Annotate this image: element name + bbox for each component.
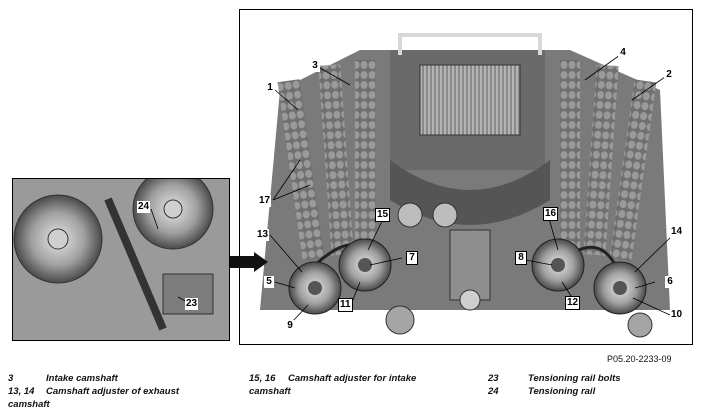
callout-17: 17 [258,195,272,207]
inset-callout-24: 24 [137,201,151,213]
inset-illustration [13,179,229,340]
camshaft-left-inner [318,64,354,256]
engine-figure: 1 3 4 2 17 13 14 15 16 7 8 5 6 11 12 9 1… [239,9,693,345]
callout-14: 14 [670,226,684,238]
inset-figure: 24 23 [12,178,230,341]
part-code: P05.20-2233-09 [607,354,672,364]
inset-tensioning-rail [104,197,167,331]
legend-number: 3 [8,373,14,384]
legend-item-continuation: camshaft [8,399,50,411]
inset-arrow-icon [228,252,268,272]
callout-1: 1 [265,82,275,94]
legend-description: Intake camshaft [46,373,118,384]
legend-description-continued: camshaft [8,399,50,410]
callout-7: 7 [406,251,418,265]
legend-item: 13, 14 Camshaft adjuster of exhaust [8,386,179,398]
manifold-runner [390,160,550,225]
legend-item-continuation: camshaft [249,386,291,398]
callout-12: 12 [565,296,581,310]
legend-item: 15, 16 Camshaft adjuster for intake [249,373,416,385]
callout-15: 15 [375,208,391,222]
callout-5: 5 [264,276,274,288]
camshaft-left-outer [277,79,325,261]
callout-16: 16 [543,207,559,221]
legend-description: Tensioning rail bolts [528,373,621,384]
callout-11: 11 [338,298,353,312]
legend-number: 23 [488,373,499,384]
inset-callout-23: 23 [185,298,199,310]
callout-9: 9 [285,320,295,332]
fuel-rail [398,33,542,55]
callout-8: 8 [515,251,527,265]
legend-description-continued: camshaft [249,386,291,397]
callout-13: 13 [256,229,270,241]
control-unit [419,64,521,136]
callout-4: 4 [618,47,628,59]
callout-10: 10 [670,309,684,321]
legend-number: 15, 16 [249,373,276,384]
legend-item: 3 Intake camshaft [8,373,118,385]
engine-illustration [240,10,692,344]
center-bracket [449,229,491,301]
legend-description: Tensioning rail [528,386,596,397]
legend-item: 23 Tensioning rail bolts [488,373,621,385]
legend-number: 24 [488,386,499,397]
camshaft-right-inner [560,60,580,250]
legend-number: 13, 14 [8,386,35,397]
callout-2: 2 [664,69,674,81]
camshaft-right-mid [583,64,619,256]
camshaft-right-outer [609,79,657,261]
callout-6: 6 [665,276,675,288]
callout-3: 3 [310,60,320,72]
legend-item: 24 Tensioning rail [488,386,595,398]
camshaft-intake [355,60,375,250]
legend-description: Camshaft adjuster of exhaust [46,386,180,397]
legend-description: Camshaft adjuster for intake [288,373,417,384]
